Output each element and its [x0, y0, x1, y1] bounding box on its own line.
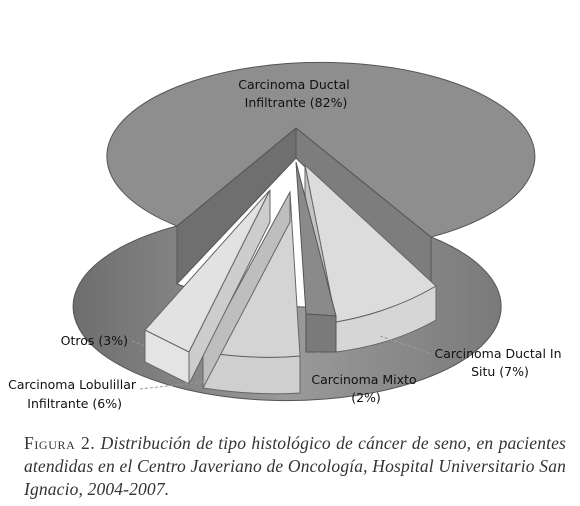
slice-otros — [144, 189, 271, 385]
label-ductal-infiltrante-line-1: Carcinoma Ductal — [238, 77, 349, 92]
figure-caption: Figura 2. Distribución de tipo histológi… — [24, 432, 566, 501]
slice-otros-face — [188, 189, 271, 385]
figure-caption-text: Distribución de tipo histológico de cánc… — [24, 433, 566, 499]
slice-lobulillar — [202, 190, 301, 395]
label-ductal-in-situ-line-2: Situ (7%) — [471, 364, 529, 379]
figure-label: Figura 2. — [24, 433, 96, 453]
leader-line-lobulillar — [139, 381, 204, 390]
label-ductal-infiltrante: Carcinoma Ductal Infiltrante (82%) — [238, 77, 353, 110]
label-ductal-in-situ: Carcinoma Ductal In Situ (7%) — [435, 346, 566, 379]
slice-ductal-infiltrante-top — [106, 61, 536, 238]
label-otros-line-1: Otros (3%) — [61, 333, 128, 348]
label-ductal-infiltrante-line-2: Infiltrante (82%) — [245, 95, 348, 110]
label-lobulillar: Carcinoma Lobulillar Infiltrante (6%) — [8, 377, 140, 411]
pie-chart: Carcinoma Ductal Infiltrante (82%) Carci… — [8, 61, 566, 411]
leader-line-mixto — [317, 351, 336, 373]
label-lobulillar-line-2: Infiltrante (6%) — [27, 396, 122, 411]
label-ductal-in-situ-line-1: Carcinoma Ductal In — [435, 346, 562, 361]
label-lobulillar-line-1: Carcinoma Lobulillar — [8, 377, 137, 392]
label-mixto-line-1: Carcinoma Mixto — [311, 372, 416, 387]
label-mixto-line-2: (2%) — [351, 390, 381, 405]
slice-mixto-side — [305, 313, 337, 353]
label-mixto: Carcinoma Mixto (2%) — [311, 372, 420, 405]
leader-lines — [131, 335, 433, 390]
label-otros: Otros (3%) — [61, 333, 128, 348]
leader-line-otros — [131, 340, 146, 347]
slice-ductal-in-situ-top — [304, 163, 437, 323]
slice-mixto — [295, 161, 337, 353]
leader-line-in-situ — [379, 335, 433, 355]
